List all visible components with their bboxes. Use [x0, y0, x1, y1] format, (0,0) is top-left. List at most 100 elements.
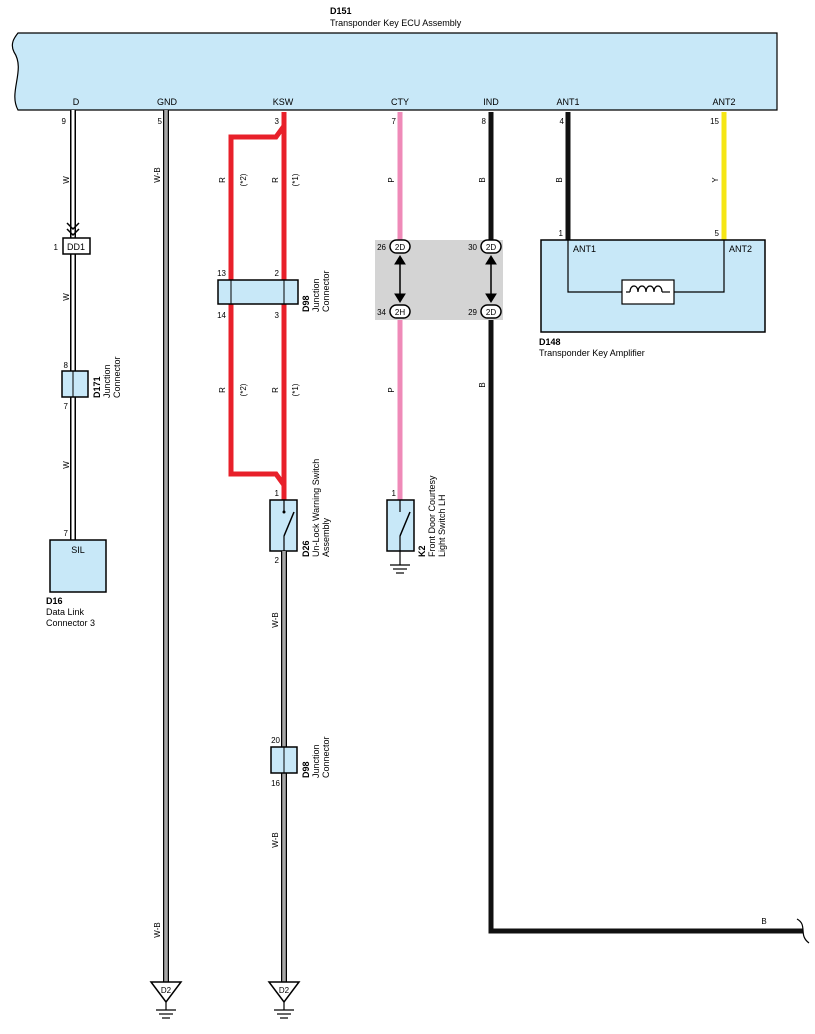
d98-top-connector [217, 279, 299, 305]
chevron-down-icon [66, 222, 80, 237]
d98-top-pin-2: 2 [275, 269, 280, 278]
ground-symbol-2 [267, 981, 301, 1019]
wire-color-ind-horizontal: B [761, 917, 766, 926]
wire-break-icon [796, 918, 810, 944]
inline-connector-34-pin: 34 [377, 308, 386, 317]
d98-top-pin-13: 13 [217, 269, 226, 278]
d26-pin-bottom: 2 [275, 556, 280, 565]
ground-symbol-1 [149, 981, 183, 1019]
dd1-code: DD1 [67, 242, 85, 252]
coil-icon [567, 240, 725, 305]
d16-connector [49, 539, 107, 593]
d98-top-code: D98 [301, 295, 311, 312]
ecu-name: Transponder Key ECU Assembly [330, 18, 462, 28]
d26-pin-top: 1 [275, 489, 280, 498]
wire-color-ind-low: B [478, 382, 487, 387]
ground-label-2: D2 [279, 986, 290, 995]
k2-line1: Front Door Courtesy [427, 475, 437, 557]
d171-code: D171 [92, 376, 102, 398]
wire-color-ksw-r1-low: R [271, 387, 280, 393]
d171-connector [61, 370, 89, 398]
ecu-pin-label-ant2: ANT2 [712, 97, 735, 107]
wire-color-ksw-bottom2: W-B [271, 832, 280, 847]
ecu-pin-label-d: D [73, 97, 80, 107]
d148-pin-right: 5 [715, 229, 720, 238]
d171-pin-bottom: 7 [64, 402, 69, 411]
ecu-pin-label-gnd: GND [157, 97, 178, 107]
wire-ind [488, 112, 803, 934]
inline-connector-30-pin: 30 [468, 243, 477, 252]
d148-name: Transponder Key Amplifier [539, 348, 645, 358]
ecu-pin-number-ind: 8 [482, 117, 487, 126]
inline-connector-29-pin: 29 [468, 308, 477, 317]
ecu-pin-number-cty: 7 [392, 117, 397, 126]
inline-connector-26-label: 2D [395, 243, 405, 252]
ecu-code: D151 [330, 6, 352, 16]
ecu-pin-number-ant2: 15 [710, 117, 719, 126]
d98-bottom-pin-bottom: 16 [271, 779, 280, 788]
ground-label-1: D2 [161, 986, 172, 995]
d16-line2: Connector 3 [46, 618, 95, 628]
wire-note-ksw-r2-low: (*2) [239, 383, 248, 396]
inline-connector-34-label: 2H [395, 308, 405, 317]
double-arrow-icon [394, 255, 497, 303]
d171-pin-top: 8 [64, 361, 69, 370]
ecu-pin-number-ksw: 3 [275, 117, 280, 126]
d16-label: SIL [71, 545, 85, 555]
wire-ksw-red [228, 112, 287, 500]
d26-line2: Assembly [321, 517, 331, 557]
k2-code: K2 [417, 545, 427, 557]
ecu-box [11, 32, 778, 111]
ecu-pin-label-ant1: ANT1 [556, 97, 579, 107]
inline-connector-30-label: 2D [486, 243, 496, 252]
d98-bottom-line1: Junction [311, 744, 321, 778]
d98-bottom-code: D98 [301, 761, 311, 778]
wire-color-d-top: W [62, 176, 71, 184]
k2-switch [386, 499, 415, 574]
d98-bottom-pin-top: 20 [271, 736, 280, 745]
d148-label-right: ANT2 [729, 244, 752, 254]
d26-switch [269, 499, 298, 552]
ecu-pin-number-gnd: 5 [158, 117, 163, 126]
ecu-pin-number-ant1: 4 [560, 117, 565, 126]
k2-line2: Light Switch LH [437, 494, 447, 557]
d171-line2: Connector [112, 356, 122, 398]
inline-connector-26 [389, 239, 411, 254]
wire-color-gnd-bottom: W-B [153, 922, 162, 937]
wire-color-d-low: W [62, 461, 71, 469]
wire-color-ksw-r2-low: R [218, 387, 227, 393]
d16-line1: Data Link [46, 607, 85, 617]
wire-color-d-mid: W [62, 293, 71, 301]
d26-line1: Un-Lock Warning Switch [311, 459, 321, 557]
inline-connector-26-pin: 26 [377, 243, 386, 252]
inline-connector-34 [389, 304, 411, 319]
wire-color-ksw-r1-top: R [271, 177, 280, 183]
wire-color-cty-top: P [387, 177, 396, 182]
wire-color-gnd: W-B [153, 167, 162, 182]
wire-color-ant1: B [555, 177, 564, 182]
wire-note-ksw-r1-low: (*1) [291, 383, 300, 396]
d98-bottom-line2: Connector [321, 736, 331, 778]
dd1-connector [62, 222, 91, 255]
wire-note-ksw-r1-top: (*1) [291, 173, 300, 186]
ecu-pin-label-ksw: KSW [273, 97, 294, 107]
d98-top-line1: Junction [311, 278, 321, 312]
wire-color-ind-top: B [478, 177, 487, 182]
k2-pin: 1 [392, 489, 397, 498]
wire-color-cty-low: P [387, 387, 396, 392]
d16-pin: 7 [64, 529, 69, 538]
ecu-pin-number-d: 9 [62, 117, 67, 126]
d148-pin-left: 1 [559, 229, 564, 238]
d98-top-pin-3: 3 [275, 311, 280, 320]
d171-line1: Junction [102, 364, 112, 398]
wire-color-ant2: Y [711, 177, 720, 183]
inline-connector-29-label: 2D [486, 308, 496, 317]
dd1-pin: 1 [54, 243, 59, 252]
d148-label-left: ANT1 [573, 244, 596, 254]
wire-note-ksw-r2-top: (*2) [239, 173, 248, 186]
d16-code: D16 [46, 596, 63, 606]
d148-code: D148 [539, 337, 561, 347]
d98-top-line2: Connector [321, 270, 331, 312]
inline-connector-29 [480, 304, 502, 319]
